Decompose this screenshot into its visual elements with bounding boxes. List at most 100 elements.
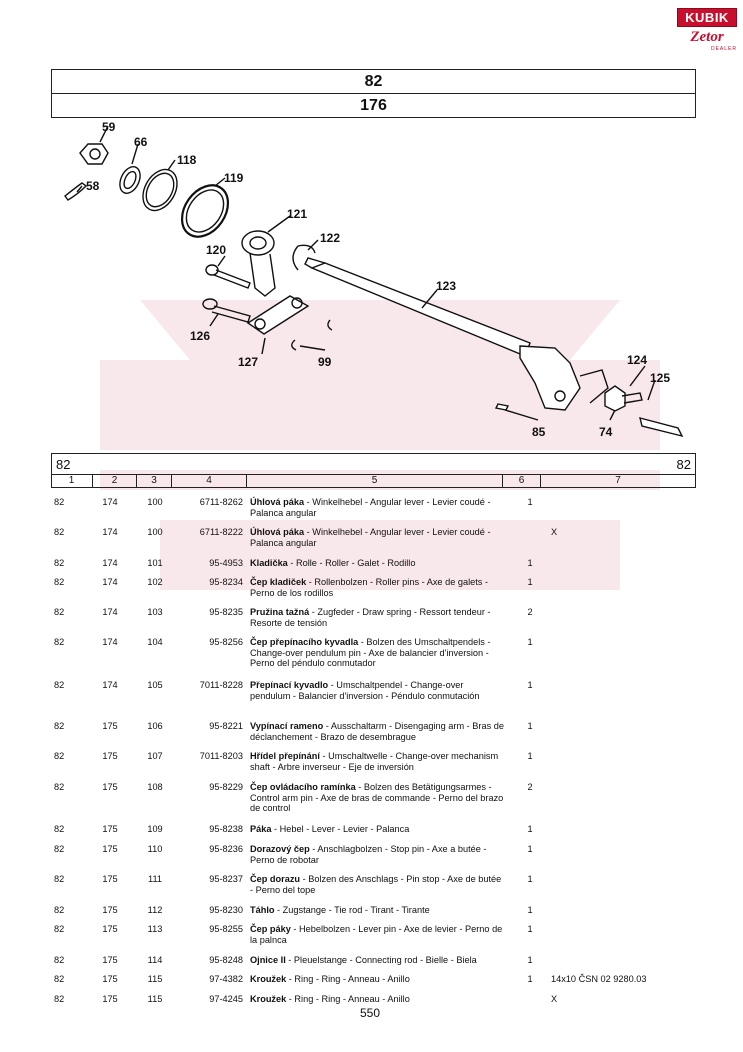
cell-description: Ojnice II - Pleuelstange - Connecting ro… [250, 955, 505, 966]
figure-number-header: 176 [51, 93, 696, 118]
logo-brand: KUBIK [677, 8, 737, 27]
column-header-row: 1 2 3 4 5 6 7 [51, 474, 696, 488]
part-translations: - Bolzen des Anschlags - Pin stop - Axe … [250, 874, 502, 895]
part-name-cz: Táhlo [250, 905, 275, 915]
part-name-cz: Kladička [250, 558, 288, 568]
cell-quantity: 2 [527, 607, 533, 617]
cell-figure: 174 [102, 527, 118, 537]
cell-figure: 174 [102, 577, 118, 587]
part-translations: - Ring - Ring - Anneau - Anillo [286, 994, 410, 1004]
cell-group: 82 [54, 497, 65, 507]
cell-group: 82 [54, 874, 65, 884]
cell-group: 82 [54, 607, 65, 617]
cell-quantity: 1 [527, 637, 533, 647]
cell-position: 108 [147, 782, 163, 792]
cell-part-number: 6711-8262 [199, 497, 243, 507]
part-translations: - Winkelhebel - Angular lever - Levier c… [250, 527, 491, 548]
part-name-cz: Kroužek [250, 994, 287, 1004]
part-translations: - Winkelhebel - Angular lever - Levier c… [250, 497, 491, 518]
cell-figure: 174 [102, 607, 118, 617]
part-translations: - Rolle - Roller - Galet - Rodillo [287, 558, 416, 568]
cell-quantity: 1 [527, 844, 533, 854]
cell-part-number: 95-8236 [209, 844, 243, 854]
cell-part-number: 95-4953 [209, 558, 243, 568]
callout-126: 126 [190, 329, 210, 343]
group-right-label: 82 [676, 457, 691, 472]
cell-description: Úhlová páka - Winkelhebel - Angular leve… [250, 527, 505, 548]
cell-description: Čep ovládacího ramínka - Bolzen des Betä… [250, 782, 505, 814]
cell-description: Kroužek - Ring - Ring - Anneau - Anillo [250, 974, 505, 985]
part-name-cz: Kroužek [250, 974, 287, 984]
cell-position: 109 [147, 824, 163, 834]
part-translations: - Ring - Ring - Anneau - Anillo [286, 974, 410, 984]
cell-position: 106 [147, 721, 163, 731]
cell-figure: 175 [102, 974, 118, 984]
part-translations: - Pleuelstange - Connecting rod - Bielle… [285, 955, 477, 965]
callout-123: 123 [436, 279, 456, 293]
callout-127: 127 [238, 355, 258, 369]
cell-group: 82 [54, 824, 65, 834]
cell-description: Přepínací kyvadlo - Umschaltpendel - Cha… [250, 680, 505, 701]
part-translations: - Rollenbolzen - Roller pins - Axe de ga… [250, 577, 488, 598]
part-name-cz: Dorazový čep [250, 844, 310, 854]
cell-position: 113 [147, 924, 163, 934]
cell-part-number: 95-8229 [209, 782, 243, 792]
cell-position: 114 [147, 955, 163, 965]
group-left-label: 82 [56, 457, 71, 472]
part-name-cz: Čep páky [250, 924, 291, 934]
cell-position: 115 [147, 994, 163, 1004]
cell-description: Dorazový čep - Anschlagbolzen - Stop pin… [250, 844, 505, 865]
part-name-cz: Úhlová páka [250, 497, 305, 507]
cell-position: 110 [147, 844, 163, 854]
part-translations: - Hebelbolzen - Lever pin - Axe de levie… [250, 924, 503, 945]
cell-description: Čep kladiček - Rollenbolzen - Roller pin… [250, 577, 505, 598]
callout-85: 85 [532, 425, 546, 439]
col-header: 1 [68, 475, 75, 486]
cell-figure: 175 [102, 874, 118, 884]
cell-figure: 175 [102, 751, 118, 761]
cell-figure: 175 [102, 905, 118, 915]
cell-figure: 175 [102, 824, 118, 834]
cell-description: Kroužek - Ring - Ring - Anneau - Anillo [250, 994, 505, 1005]
cell-group: 82 [54, 955, 65, 965]
cell-description: Pružina tažná - Zugfeder - Draw spring -… [250, 607, 505, 628]
cell-group: 82 [54, 721, 65, 731]
cell-description: Úhlová páka - Winkelhebel - Angular leve… [250, 497, 505, 518]
cell-part-number: 95-8248 [209, 955, 243, 965]
cell-figure: 174 [102, 637, 118, 647]
col-header: 4 [171, 475, 246, 487]
cell-description: Hřídel přepínání - Umschaltwelle - Chang… [250, 751, 505, 772]
cell-position: 107 [147, 751, 163, 761]
cell-part-number: 95-8256 [209, 637, 243, 647]
cell-quantity: 1 [527, 874, 533, 884]
cell-figure: 174 [102, 497, 118, 507]
cell-part-number: 95-8238 [209, 824, 243, 834]
callout-124: 124 [627, 353, 647, 367]
kubik-zetor-logo: KUBIK Zetor DEALER [677, 8, 737, 60]
part-name-cz: Čep kladiček [250, 577, 307, 587]
cell-group: 82 [54, 558, 65, 568]
cell-figure: 175 [102, 994, 118, 1004]
table-group-header: 82 82 [51, 453, 696, 475]
cell-position: 102 [147, 577, 163, 587]
cell-quantity: 2 [527, 782, 533, 792]
cell-group: 82 [54, 527, 65, 537]
group-number-header: 82 [51, 69, 696, 94]
part-name-cz: Čep přepínacího kyvadla [250, 637, 359, 647]
part-name-cz: Přepínací kyvadlo [250, 680, 329, 690]
cell-figure: 175 [102, 721, 118, 731]
cell-figure: 175 [102, 782, 118, 792]
logo-sub: Zetor [690, 29, 724, 45]
cell-part-number: 95-8234 [209, 577, 243, 587]
part-translations: - Umschaltwelle - Change-over mechanism … [250, 751, 499, 772]
cell-part-number: 95-8235 [209, 607, 243, 617]
part-translations: - Umschaltpendel - Change-over pendulum … [250, 680, 480, 701]
exploded-parts-diagram: 59 66 118 119 58 121 122 120 123 126 127… [64, 120, 684, 439]
callout-118: 118 [177, 153, 197, 167]
cell-group: 82 [54, 905, 65, 915]
cell-quantity: 1 [527, 558, 533, 568]
cell-position: 115 [147, 974, 163, 984]
cell-figure: 175 [102, 955, 118, 965]
cell-quantity: 1 [527, 721, 533, 731]
cell-position: 105 [147, 680, 163, 690]
